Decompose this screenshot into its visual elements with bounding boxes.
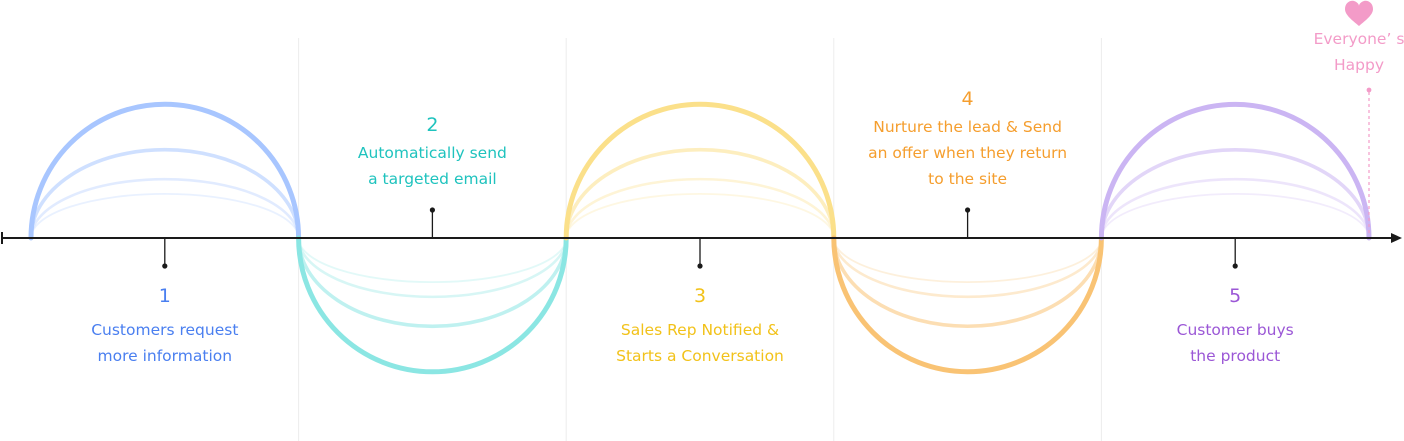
journey-arc bbox=[832, 236, 1103, 299]
journey-arc bbox=[1100, 192, 1370, 239]
journey-arc bbox=[564, 177, 836, 240]
journey-arc bbox=[1098, 101, 1372, 241]
timeline-axis bbox=[1, 232, 1402, 244]
step-label-line: Customers request bbox=[91, 321, 238, 339]
journey-arc bbox=[832, 236, 1104, 329]
step-label-line: Customer buys bbox=[1177, 321, 1294, 339]
journey-arcs bbox=[28, 101, 1372, 375]
happy-label-line: Happy bbox=[1334, 56, 1384, 74]
journey-arc bbox=[832, 237, 1103, 284]
journey-arc bbox=[563, 101, 837, 241]
step-number: 5 bbox=[1229, 285, 1241, 307]
timeline-arrow-icon bbox=[1391, 233, 1402, 243]
journey-arc bbox=[1099, 147, 1371, 240]
step-number: 1 bbox=[159, 285, 171, 307]
step-markers bbox=[162, 207, 1238, 269]
arc-group-4 bbox=[831, 235, 1104, 375]
step-tick-dot bbox=[162, 263, 168, 269]
step-label-line: an offer when they return bbox=[868, 144, 1067, 162]
step-label-line: more information bbox=[98, 347, 233, 365]
journey-arc bbox=[30, 192, 300, 239]
journey-arc bbox=[297, 236, 568, 299]
step-label-line: Automatically send bbox=[358, 144, 507, 162]
step-label-line: Nurture the lead & Send bbox=[873, 118, 1062, 136]
step-number: 2 bbox=[426, 114, 438, 136]
arc-group-3 bbox=[563, 101, 837, 241]
arc-group-2 bbox=[296, 235, 569, 375]
journey-arc bbox=[29, 177, 300, 240]
arc-group-5 bbox=[1098, 101, 1372, 241]
step-tick-dot bbox=[1232, 263, 1238, 269]
step-label-line: Sales Rep Notified & bbox=[621, 321, 779, 339]
journey-arc bbox=[296, 236, 568, 329]
journey-arc bbox=[565, 192, 835, 239]
journey-arc bbox=[297, 237, 568, 284]
step-label-line: the product bbox=[1190, 347, 1280, 365]
arc-group-1 bbox=[28, 101, 302, 241]
happy-label-line: Everyone’ s bbox=[1314, 30, 1404, 48]
step-label-line: Starts a Conversation bbox=[616, 347, 784, 365]
heart-icon bbox=[1345, 0, 1373, 26]
step-tick-dot bbox=[965, 207, 971, 213]
step-tick-dot bbox=[697, 263, 703, 269]
happy-connector-dot bbox=[1366, 87, 1372, 93]
journey-arc bbox=[296, 235, 569, 375]
step-label-line: to the site bbox=[928, 170, 1007, 188]
step-number: 3 bbox=[694, 285, 706, 307]
journey-arc bbox=[831, 235, 1104, 375]
happy-ending: Everyone’ s Happy bbox=[1314, 0, 1404, 236]
journey-arc bbox=[1100, 177, 1371, 240]
journey-arc bbox=[564, 147, 836, 240]
journey-arc bbox=[29, 147, 301, 240]
journey-arc bbox=[28, 101, 302, 241]
step-number: 4 bbox=[962, 88, 974, 110]
step-label-line: a targeted email bbox=[368, 170, 497, 188]
step-tick-dot bbox=[429, 207, 435, 213]
